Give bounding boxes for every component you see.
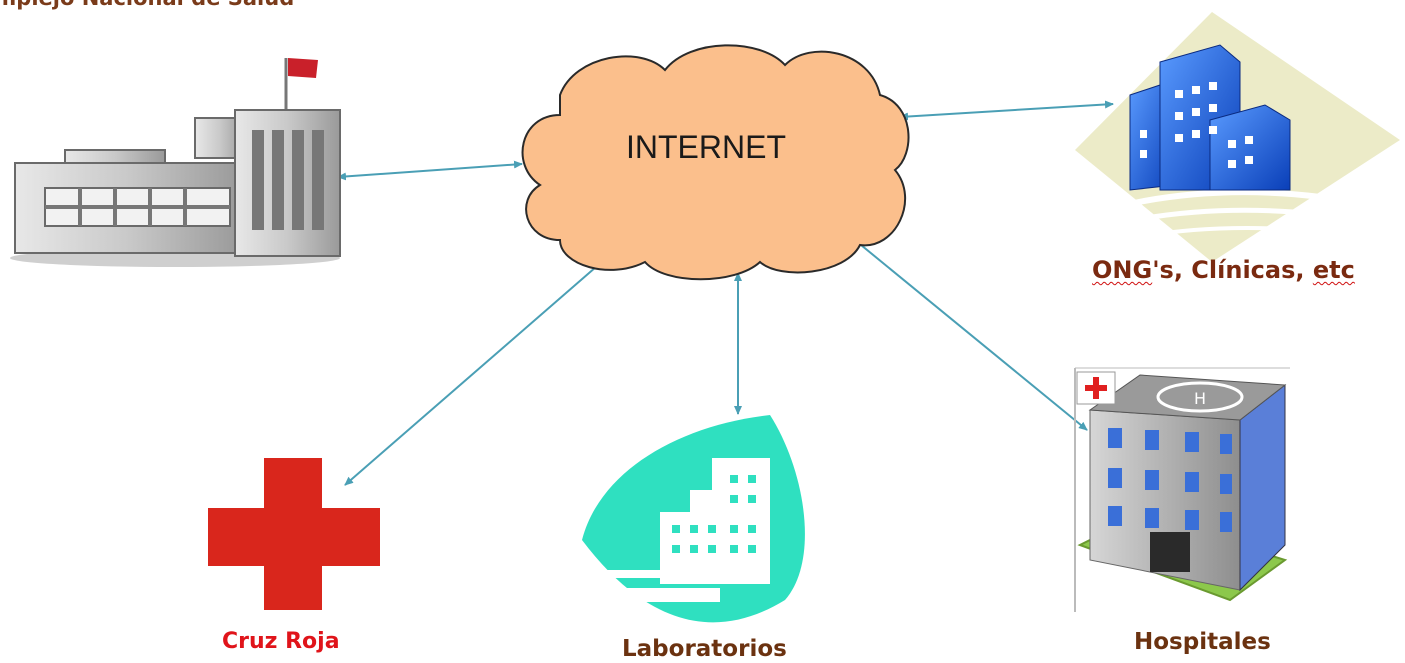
arrow-internet-ong — [899, 100, 1114, 121]
arrow-internet-hospital — [849, 235, 1088, 431]
ong-label-part3: etc — [1312, 256, 1355, 284]
hospital-icon: H — [1074, 367, 1290, 612]
ministry-label: omplejo Nacional de Salud — [0, 0, 294, 10]
laboratorios-label: Laboratorios — [622, 636, 787, 662]
cruz-roja-label: Cruz Roja — [222, 629, 340, 654]
ong-label-part2: 's, Clínicas, — [1152, 256, 1313, 284]
ong-label-part1: ONG — [1092, 256, 1153, 284]
red-cross-icon — [208, 458, 380, 610]
svg-text:H: H — [1194, 389, 1206, 408]
internet-label: INTERNET — [626, 129, 786, 165]
ong-label: ONG's, Clínicas, etc — [1092, 256, 1355, 284]
office-buildings-icon — [1075, 12, 1400, 262]
laboratory-icon — [582, 415, 805, 623]
internet-cloud-icon — [521, 44, 910, 281]
hospitales-label: Hospitales — [1134, 629, 1271, 655]
connectors — [337, 100, 1114, 486]
arrow-internet-cruzroja — [344, 259, 605, 486]
arrow-ministry-internet — [337, 160, 523, 181]
government-building-icon — [10, 58, 341, 267]
